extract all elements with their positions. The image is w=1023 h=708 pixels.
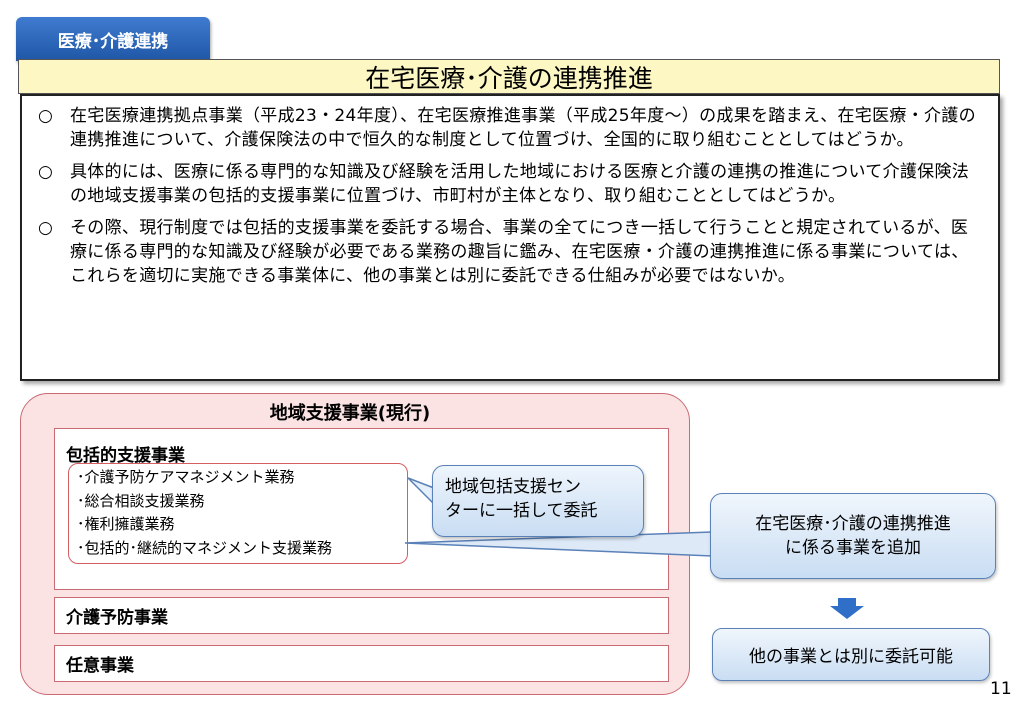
callout-line: ターに一括して委託 — [445, 501, 598, 521]
add-business-callout: 在宅医療･介護の連携推進 に係る事業を追加 — [710, 493, 996, 579]
callout-line: 地域包括支援セン — [445, 477, 581, 497]
main-text-box: ○ 在宅医療連携拠点事業（平成23・24年度）、在宅医療推進事業（平成25年度〜… — [20, 94, 1000, 381]
list-item: ･介護予防ケアマネジメント業務 — [77, 468, 295, 486]
comprehensive-support-title: 包括的支援事業 — [66, 446, 185, 466]
callout-pointer — [407, 477, 435, 506]
list-item: ･包括的･継続的マネジメント支援業務 — [77, 538, 333, 557]
paragraph-text: その際、現行制度では包括的支援事業を委託する場合、事業の全てにつき一括して行うこ… — [70, 218, 969, 286]
page-number: 11 — [990, 679, 1012, 699]
paragraph-text: 在宅医療連携拠点事業（平成23・24年度）、在宅医療推進事業（平成25年度〜）の… — [70, 106, 976, 150]
callout-line: 在宅医療･介護の連携推進 — [755, 514, 951, 534]
list-item: ･権利擁護業務 — [77, 515, 175, 533]
down-arrow-icon — [830, 598, 864, 619]
section-tab: 医療･介護連携 — [16, 17, 210, 61]
region-title: 地域支援事業(現行) — [269, 403, 431, 424]
separate-delegation-box: 他の事業とは別に委託可能 — [712, 628, 990, 681]
business-items-list: ･介護予防ケアマネジメント業務 ･総合相談支援業務 ･権利擁護業務 ･包括的･継… — [68, 463, 408, 564]
bullet-circle-icon: ○ — [38, 162, 54, 182]
list-item: ･総合相談支援業務 — [77, 491, 205, 510]
bullet-circle-icon: ○ — [38, 218, 54, 238]
optional-business-box: 任意事業 — [54, 645, 669, 682]
bullet-circle-icon: ○ — [38, 106, 54, 126]
bulk-delegation-callout: 地域包括支援セン ターに一括して委託 — [432, 465, 644, 537]
paragraph-1: ○ 在宅医療連携拠点事業（平成23・24年度）、在宅医療推進事業（平成25年度〜… — [38, 104, 984, 152]
page-title: 在宅医療･介護の連携推進 — [18, 59, 1000, 94]
callout-line: に係る事業を追加 — [785, 538, 921, 558]
paragraph-text: 具体的には、医療に係る専門的な知識及び経験を活用した地域における医療と介護の連携… — [70, 162, 970, 206]
prevention-business-box: 介護予防事業 — [54, 597, 669, 634]
paragraph-2: ○ 具体的には、医療に係る専門的な知識及び経験を活用した地域における医療と介護の… — [38, 160, 984, 208]
paragraph-3: ○ その際、現行制度では包括的支援事業を委託する場合、事業の全てにつき一括して行… — [38, 216, 984, 288]
